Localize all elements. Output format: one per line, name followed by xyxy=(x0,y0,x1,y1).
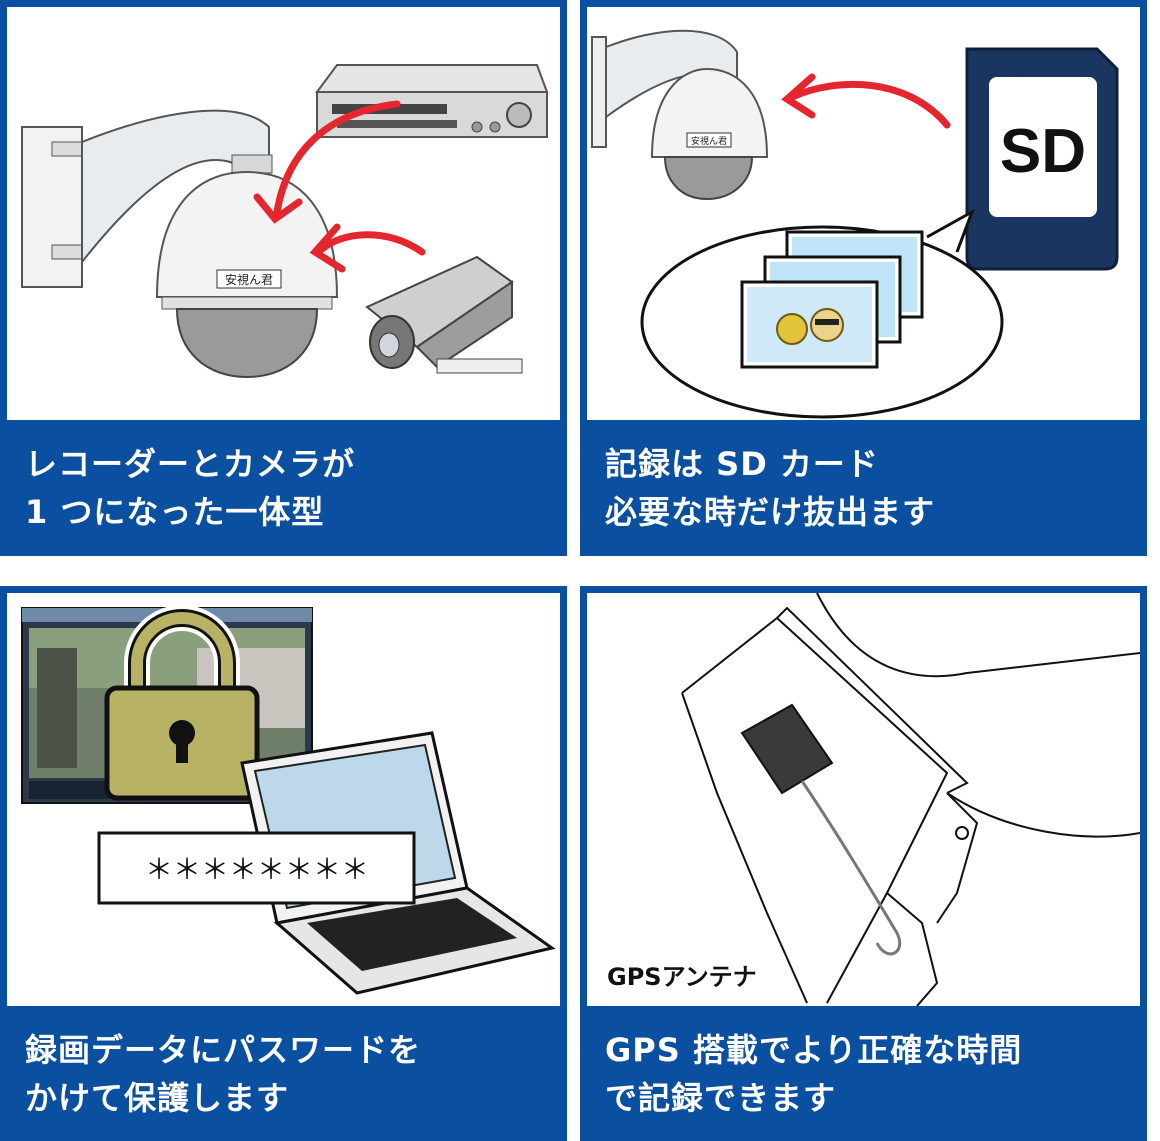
red-arrow-icon xyxy=(253,100,426,273)
caption-line-2: かけて保護します xyxy=(25,1079,290,1117)
gps-antenna-icon xyxy=(740,703,902,956)
panel-password: ＊＊＊＊＊＊＊＊ 録画データにパスワードを かけて保護します xyxy=(0,586,567,1141)
password-field-icon: ＊＊＊＊＊＊＊＊ xyxy=(97,831,416,905)
illustration-all-in-one: 安視ん君 xyxy=(7,7,560,420)
dome-camera-icon: 安視ん君 xyxy=(591,29,769,201)
caption-gps: GPS 搭載でより正確な時間 で記録できます xyxy=(605,1026,1137,1122)
caption-line-2: 1 つになった一体型 xyxy=(25,493,325,531)
padlock-icon xyxy=(104,605,260,801)
vehicle-part-icon xyxy=(681,593,1140,1006)
caption-line-1: 記録は SD カード xyxy=(605,445,879,483)
caption-line-2: で記録できます xyxy=(605,1079,837,1117)
gps-label: GPSアンテナ xyxy=(607,963,757,991)
panel-gps: GPSアンテナ GPS 搭載でより正確な時間 で記録できます xyxy=(580,586,1147,1141)
illustration-sd-card: 安視ん君 SD xyxy=(587,7,1140,420)
password-mask: ＊＊＊＊＊＊＊＊ xyxy=(145,853,369,886)
panel-all-in-one: 安視ん君 xyxy=(0,0,567,556)
caption-password: 録画データにパスワードを かけて保護します xyxy=(25,1026,557,1122)
caption-line-1: 録画データにパスワードを xyxy=(25,1031,422,1069)
video-recorder-icon xyxy=(315,64,549,138)
dome-label: 安視ん君 xyxy=(225,272,273,287)
red-arrow-icon xyxy=(781,73,951,129)
caption-sd-card: 記録は SD カード 必要な時だけ抜出ます xyxy=(605,440,1137,536)
sd-label: SD xyxy=(1000,117,1086,186)
illustration-gps: GPSアンテナ xyxy=(587,593,1140,1006)
caption-all-in-one: レコーダーとカメラが 1 つになった一体型 xyxy=(25,440,557,536)
box-camera-icon xyxy=(365,255,523,374)
dome-label: 安視ん君 xyxy=(691,135,727,147)
panel-sd-card: 安視ん君 SD xyxy=(580,0,1147,556)
caption-line-2: 必要な時だけ抜出ます xyxy=(605,493,936,531)
dome-camera-icon: 安視ん君 xyxy=(21,109,339,379)
illustration-password: ＊＊＊＊＊＊＊＊ xyxy=(7,593,560,1006)
sd-card-icon: SD xyxy=(965,47,1119,271)
caption-line-1: GPS 搭載でより正確な時間 xyxy=(605,1031,1023,1069)
caption-line-1: レコーダーとカメラが xyxy=(25,445,356,483)
photo-frames-icon xyxy=(740,230,924,369)
